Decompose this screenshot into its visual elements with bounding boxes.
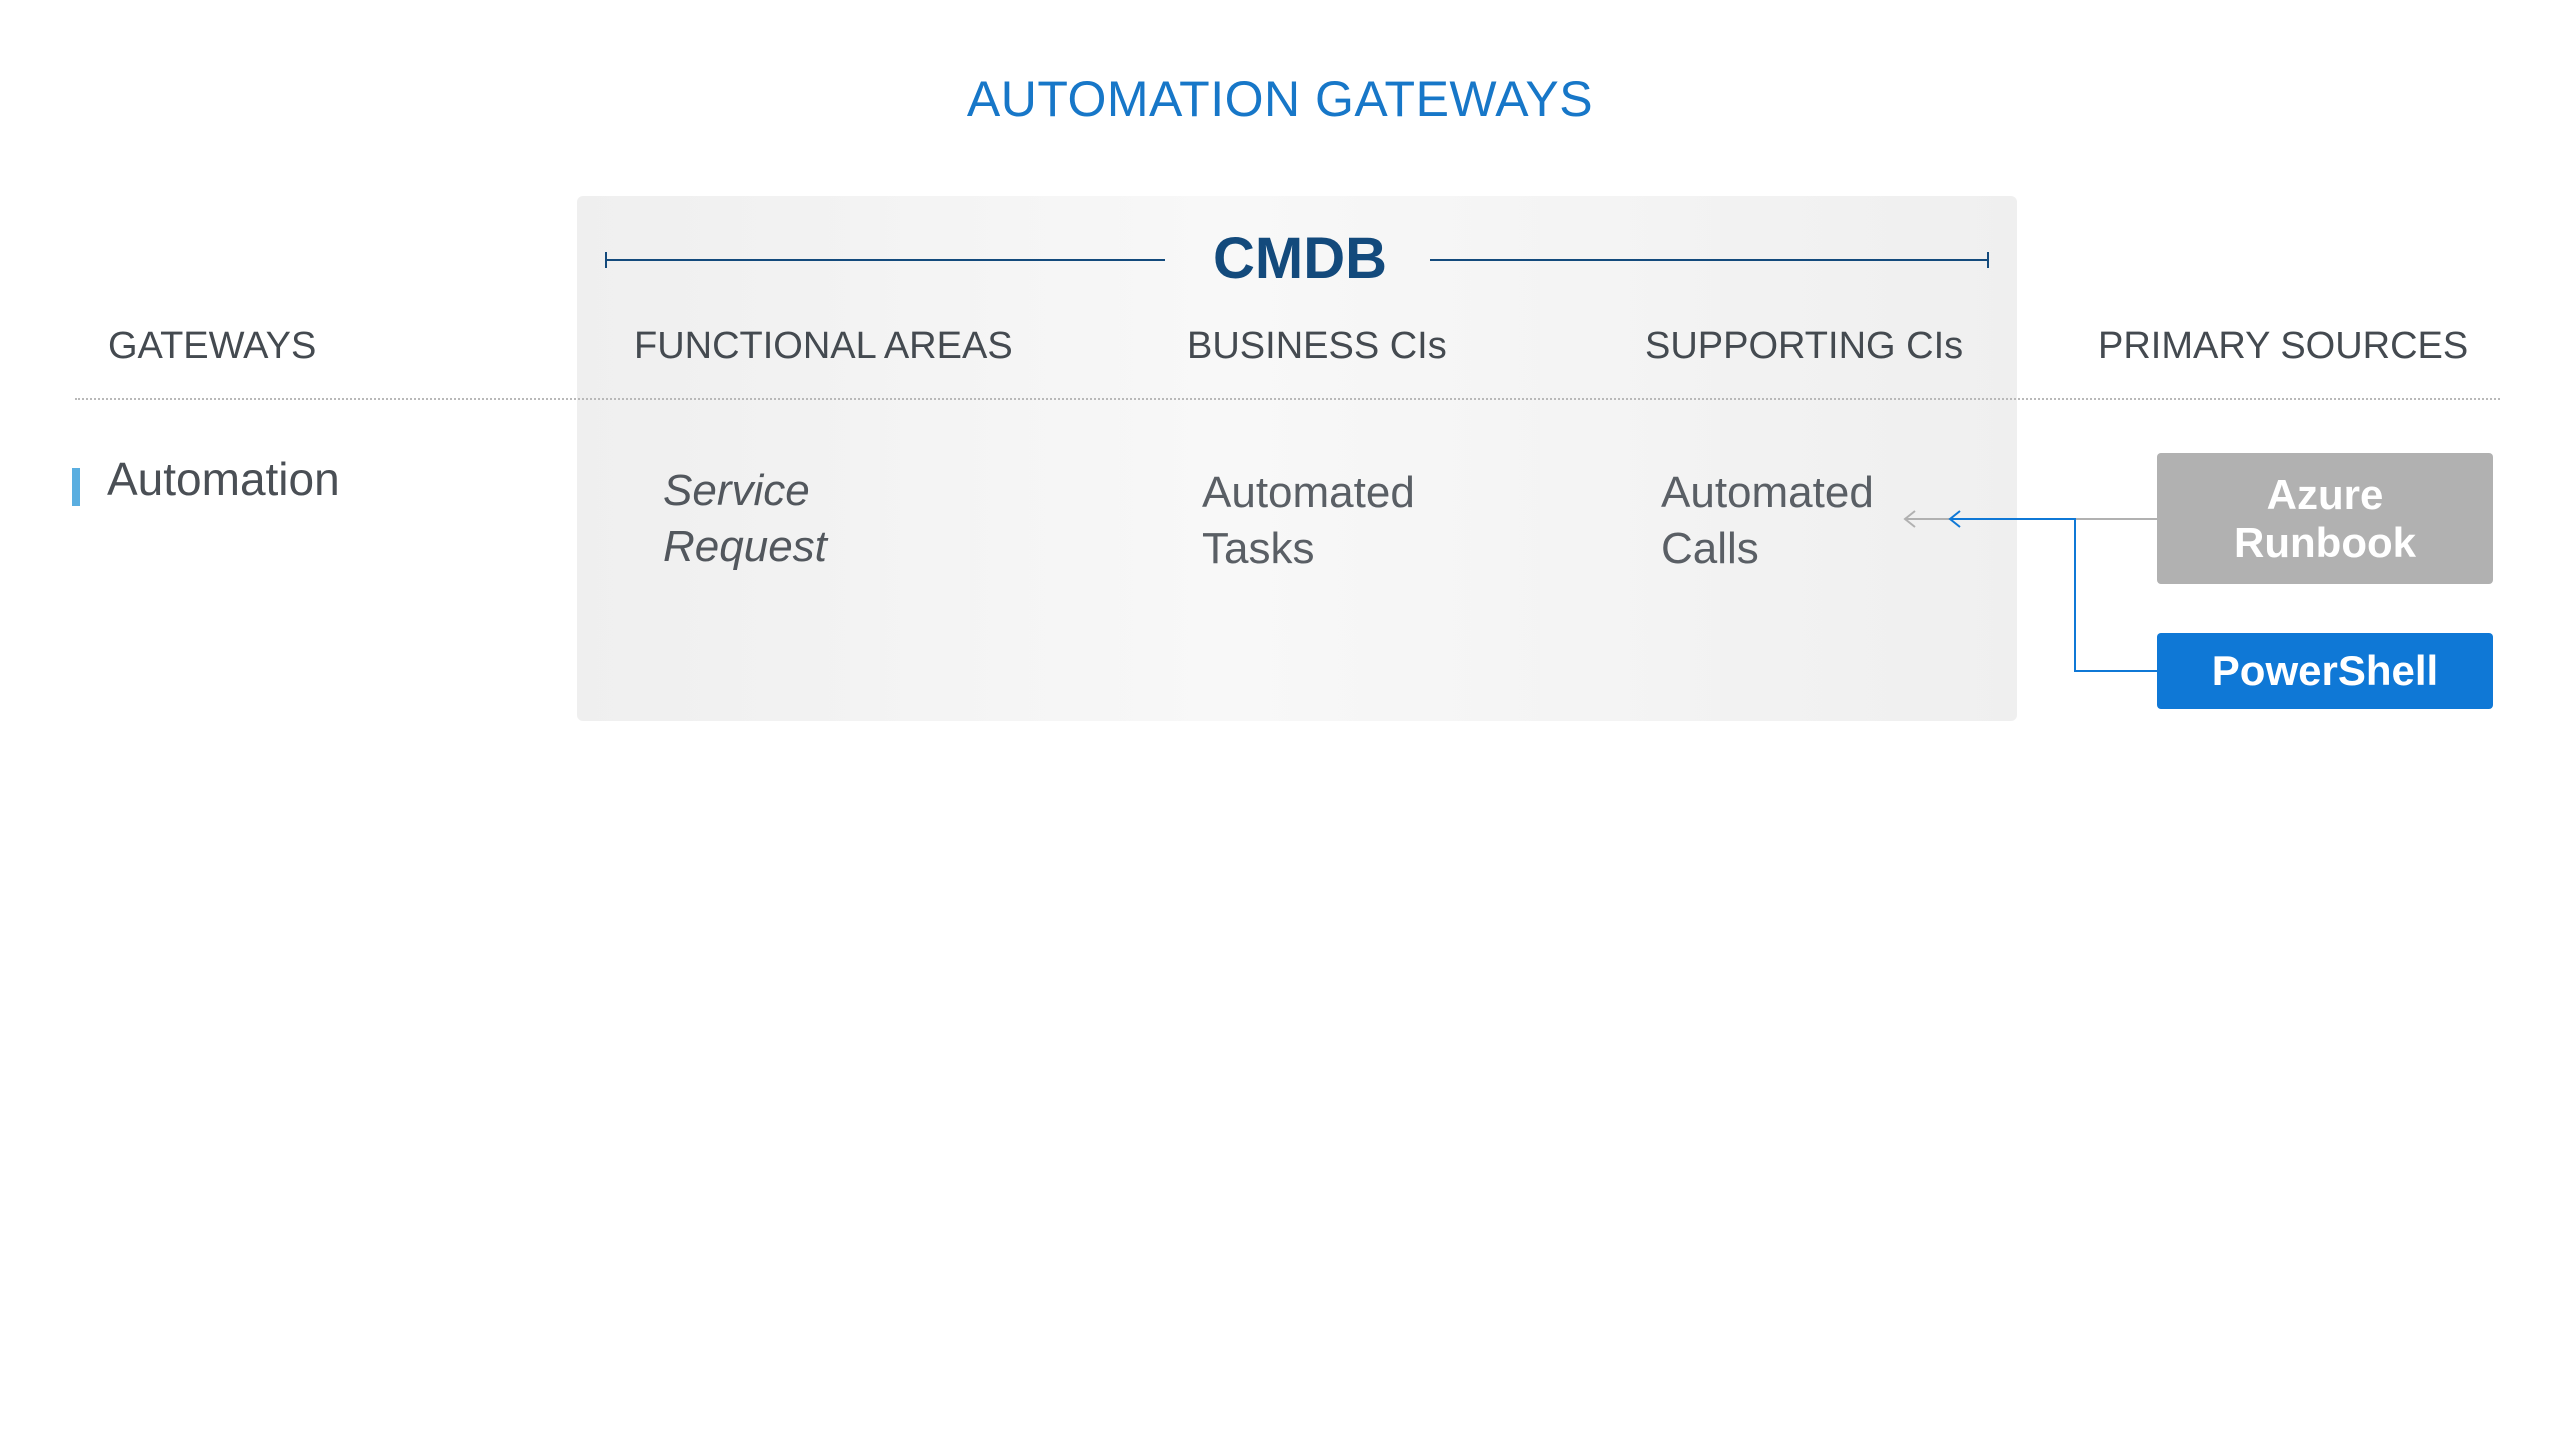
cmdb-label: CMDB — [1213, 226, 1387, 291]
header-supporting-cis: SUPPORTING CIs — [1645, 325, 1964, 367]
functional-area-service-request: Service Request — [663, 466, 827, 571]
header-gateways: GATEWAYS — [108, 325, 317, 367]
row-marker — [72, 468, 80, 506]
header-divider — [75, 398, 2500, 400]
header-functional-areas: FUNCTIONAL AREAS — [634, 325, 1013, 367]
cmdb-panel — [577, 196, 2017, 721]
business-ci-automated-tasks: Automated Tasks — [1202, 468, 1415, 573]
header-primary-sources: PRIMARY SOURCES — [2098, 325, 2469, 367]
source-azure-runbook: Azure Runbook — [2157, 453, 2493, 584]
page-title: AUTOMATION GATEWAYS — [966, 71, 1594, 127]
gateway-automation: Automation — [107, 453, 340, 505]
header-business-cis: BUSINESS CIs — [1187, 325, 1447, 367]
source-powershell: PowerShell — [2157, 633, 2493, 709]
supporting-ci-automated-calls: Automated Calls — [1661, 468, 1874, 573]
